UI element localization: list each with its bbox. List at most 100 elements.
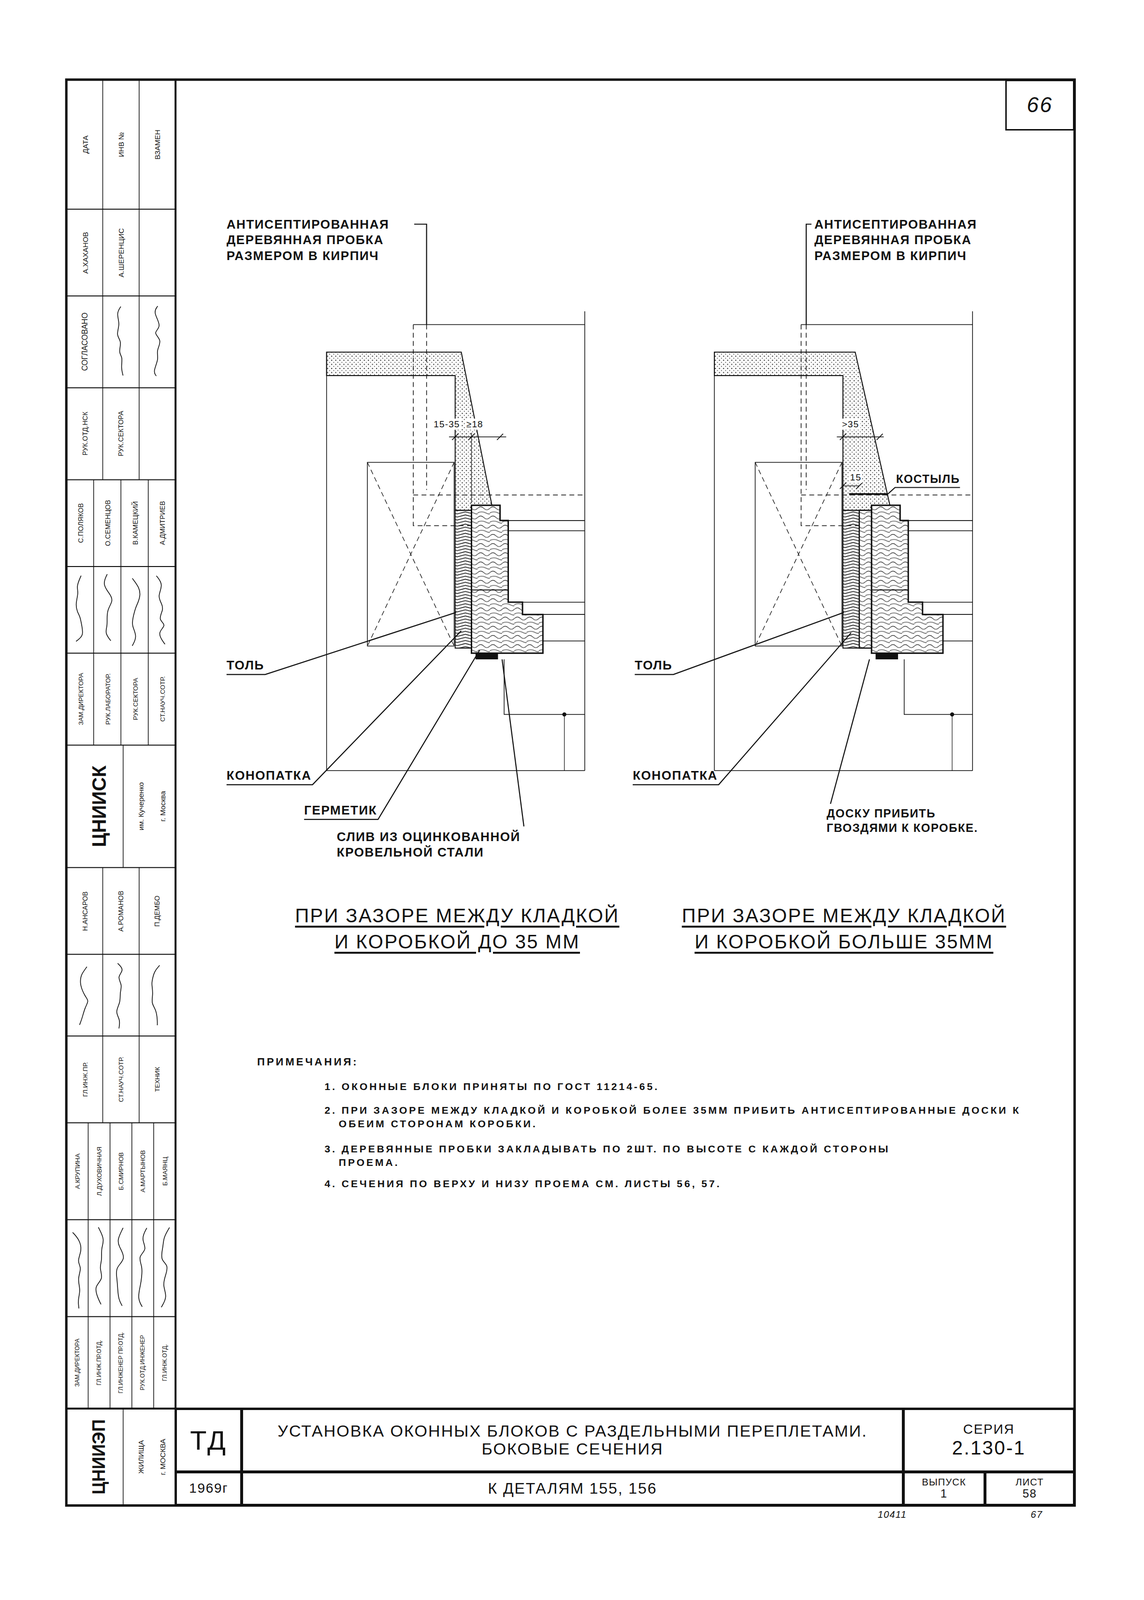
signature (116, 963, 123, 1029)
stamp-text: ГЛ.ИНЖ.ПР. (81, 1061, 88, 1097)
stamp-grid-line (93, 652, 95, 745)
dimension-line (448, 432, 507, 504)
sheet-number: 10411 (877, 1508, 907, 1521)
stamp-text: ТЕХНИК (153, 1066, 160, 1092)
note-text: ПРИМЕЧАНИЯ: (257, 1055, 359, 1069)
part-label: ГЕРМЕТИК (304, 802, 377, 819)
stamp-grid-line (109, 1219, 111, 1317)
stamp-grid-line (102, 1035, 104, 1123)
stamp-text: РУК.СЕКТОРА (131, 678, 139, 721)
part-label: ДОСКУ ПРИБИТЬ ГВОЗДЯМИ К КОРОБКЕ. (826, 806, 995, 836)
stamp-text: А.МАРТЫНОВ (139, 1149, 146, 1193)
cell-text: 2.130-1 (952, 1436, 1026, 1459)
stamp-grid-line (120, 652, 122, 745)
signature (104, 574, 113, 641)
leader-dot (950, 712, 955, 717)
stamp-text: А.РОМАНОВ (117, 890, 125, 932)
note-text: 2. ПРИ ЗАЗОРЕ МЕЖДУ КЛАДКОЙ И КОРОБКОЙ Б… (324, 1103, 1069, 1131)
stamp-grid-line (109, 1316, 111, 1409)
stamp-text: А.ДМИТРИЕВ (159, 501, 166, 546)
stamp-text: ЖИЛИЩА (136, 1440, 145, 1474)
stamp-grid-line (153, 1219, 155, 1317)
stamp-grid-line (66, 867, 176, 869)
stamp-grid-line (153, 1122, 155, 1220)
stamp-grid-line (66, 295, 176, 297)
dimension-line (842, 485, 860, 486)
signature (154, 305, 160, 377)
dimension-tick (839, 433, 884, 440)
stamp-text: П.ДЕМБО (153, 895, 161, 927)
stamp-grid-line (147, 652, 149, 745)
stamp-grid-line (138, 209, 140, 296)
leader-line (951, 714, 953, 771)
leader-line (830, 659, 870, 804)
stamp-text: СТ.НАУЧ.СОТР. (159, 676, 166, 722)
stamp-text: Н.АНСАРОВ (81, 891, 89, 931)
cell-text: 1 (940, 1487, 948, 1500)
stamp-text: ГЛ.ИНЖ.ОТД. (161, 1344, 168, 1381)
stamp-grid-line (138, 79, 140, 210)
stamp-text: ЦНИИЭП (90, 1419, 108, 1495)
stamp-text: РУК.ЛАБОРАТОР. (104, 673, 112, 725)
stamp-grid-line (93, 566, 95, 653)
stamp-text: ВЗАМЕН (153, 129, 161, 160)
dimension-label: 15 (849, 471, 863, 484)
stamp-grid-line (122, 1408, 124, 1506)
part-label: СЛИВ ИЗ ОЦИНКОВАННОЙ КРОВЕЛЬНОЙ СТАЛИ (336, 828, 531, 861)
stamp-grid-line (138, 295, 140, 388)
leader-line (226, 612, 457, 675)
stamp-text: Л.ДУХОВИЧНАЯ (96, 1146, 103, 1196)
wall-outline (326, 311, 585, 771)
sheet-frame (66, 79, 1075, 1506)
stamp-text: РУК.ОТД.НСК (81, 411, 89, 456)
leader-line (806, 224, 812, 325)
title-cell: СЕРИЯ2.130-1 (903, 1408, 1075, 1472)
stamp-grid-line (138, 867, 140, 955)
part-label: КОСТЫЛЬ (896, 471, 960, 487)
window-frame (871, 505, 943, 653)
stamp-grid-line (147, 479, 149, 566)
cell-text: ВЫПУСК (921, 1476, 966, 1488)
sheet-number-box: 66 (1005, 79, 1075, 131)
sill-line (504, 659, 585, 715)
brick-cross (755, 462, 842, 647)
signature (161, 1227, 170, 1307)
section-caption: ПРИ ЗАЗОРЕ МЕЖДУ КЛАДКОЙ И КОРОБКОЙ ДО 3… (289, 902, 626, 955)
cell-text: ТД (189, 1425, 228, 1456)
stamp-text: А.ХАХАНОВ (81, 231, 89, 274)
added-board (859, 510, 872, 649)
stamp-text: Б.МАЯНЦ (161, 1156, 168, 1186)
stamp-grid-line (66, 1122, 176, 1124)
stamp-grid-line (120, 479, 122, 566)
signature (72, 1231, 81, 1308)
plaster-slope (714, 351, 890, 510)
section-caption: ПРИ ЗАЗОРЕ МЕЖДУ КЛАДКОЙ И КОРОБКОЙ БОЛЬ… (675, 902, 1013, 955)
stamp-text: СТ.НАУЧ.СОТР. (117, 1056, 125, 1102)
roofing-felt-caulk (842, 510, 860, 649)
window-frame (871, 589, 909, 591)
leader-line (426, 324, 428, 490)
signature (75, 575, 83, 642)
stamp-text: А.КРУПИНА (73, 1153, 81, 1189)
brick-outline (367, 462, 454, 647)
title-cell: ВЫПУСК1 (903, 1471, 985, 1506)
dimension-label: ≥18 (465, 418, 485, 431)
callout-label: АНТИСЕПТИРОВАННАЯ ДЕРЕВЯННАЯ ПРОБКА РАЗМ… (226, 216, 413, 264)
dimension-label: >35 (840, 418, 861, 431)
leader-line (632, 632, 852, 785)
stamp-grid-line (131, 1122, 133, 1220)
stamp-text: СОГЛАСОВАНО (81, 312, 89, 372)
wall-outline (714, 311, 973, 771)
dimension-tick (451, 433, 504, 440)
stamp-grid-line (131, 1316, 133, 1409)
signature (151, 965, 160, 1026)
stamp-grid-line (122, 744, 124, 868)
stamp-grid-line (87, 1122, 89, 1220)
stamp-text: А.ШЕРЕНЦИС (117, 228, 125, 277)
cell-text: ЛИСТ (1015, 1476, 1044, 1488)
stamp-text: ДАТА (81, 135, 89, 154)
stamp-text: В.КАМЕЦКИЙ (131, 501, 139, 545)
stamp-text: ЗАМ.ДИРЕКТОРА (74, 1338, 81, 1387)
part-label: КОНОПАТКА (632, 767, 718, 784)
note-text: 3. ДЕРЕВЯННЫЕ ПРОБКИ ЗАКЛАДЫВАТЬ ПО 2ШТ.… (324, 1142, 895, 1170)
